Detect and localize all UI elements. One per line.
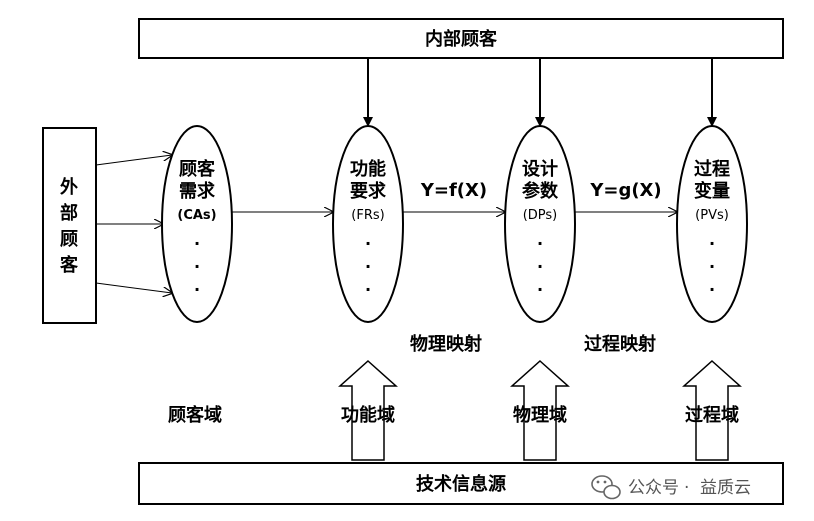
frs-dot-1: .: [365, 230, 371, 249]
cas-dot-3: .: [194, 276, 200, 295]
pvs-dot-1: .: [709, 230, 715, 249]
external-customer-char-3: 顾: [60, 229, 78, 250]
frs-ellipse: [332, 125, 404, 323]
process-mapping-label: 过程映射: [584, 333, 656, 355]
cas-title-line-1: 顾客: [179, 158, 216, 180]
frs-dot-3: .: [365, 276, 371, 295]
pvs-dot-2: .: [709, 253, 715, 272]
formula-g: Y=g(X): [589, 180, 661, 201]
cas-dot-1: .: [194, 230, 200, 249]
customer-domain-label: 顾客域: [168, 404, 222, 426]
formula-f: Y=f(X): [420, 180, 487, 201]
external-customer-char-4: 客: [60, 254, 79, 276]
functional-domain-label: 功能域: [341, 404, 395, 426]
physical-domain-up-arrow: [510, 359, 570, 461]
physical-mapping-label: 物理映射: [410, 333, 482, 355]
cas-title-line-2: 需求: [179, 180, 216, 202]
dps-abbr: (DPs): [523, 208, 558, 223]
dps-title-line-1: 设计: [522, 158, 558, 180]
physical-domain-label: 物理域: [513, 404, 567, 426]
cas-dot-2: .: [194, 253, 200, 272]
watermark-separator: ·: [684, 478, 689, 498]
dps-title-line-2: 参数: [522, 180, 559, 202]
pvs-dot-3: .: [709, 276, 715, 295]
pvs-title-line-1: 过程: [694, 158, 730, 180]
internal-customer-box: [138, 18, 784, 59]
tech-info-source-box: [138, 462, 784, 505]
dps-dot-2: .: [537, 253, 543, 272]
pvs-title-line-2: 变量: [694, 180, 730, 202]
internal-customer-label: 内部顾客: [425, 28, 498, 50]
frs-abbr: (FRs): [351, 208, 384, 223]
pvs-abbr: (PVs): [695, 208, 729, 223]
watermark: 公众号 · 益质云: [591, 475, 751, 500]
watermark-name: 益质云: [700, 478, 751, 498]
functional-domain-up-arrow: [338, 359, 398, 461]
arrow-customer-to-cas-3: [95, 282, 172, 293]
frs-title-line-2: 要求: [350, 180, 387, 202]
dps-dot-3: .: [537, 276, 543, 295]
dps-dot-1: .: [537, 230, 543, 249]
pvs-ellipse: [676, 125, 748, 323]
arrow-customer-to-cas-1: [95, 155, 172, 166]
cas-abbr: (CAs): [177, 208, 216, 223]
watermark-prefix: 公众号: [628, 478, 679, 498]
cas-ellipse: [161, 125, 233, 323]
wechat-icon: [591, 475, 621, 500]
external-customer-box: [42, 127, 97, 324]
frs-dot-2: .: [365, 253, 371, 272]
tech-info-source-label: 技术信息源: [416, 473, 506, 495]
frs-title-line-1: 功能: [350, 158, 386, 180]
process-domain-up-arrow: [682, 359, 742, 461]
dps-ellipse: [504, 125, 576, 323]
external-customer-char-1: 外: [60, 176, 78, 198]
external-customer-char-2: 部: [60, 202, 78, 224]
process-domain-label: 过程域: [685, 404, 739, 426]
